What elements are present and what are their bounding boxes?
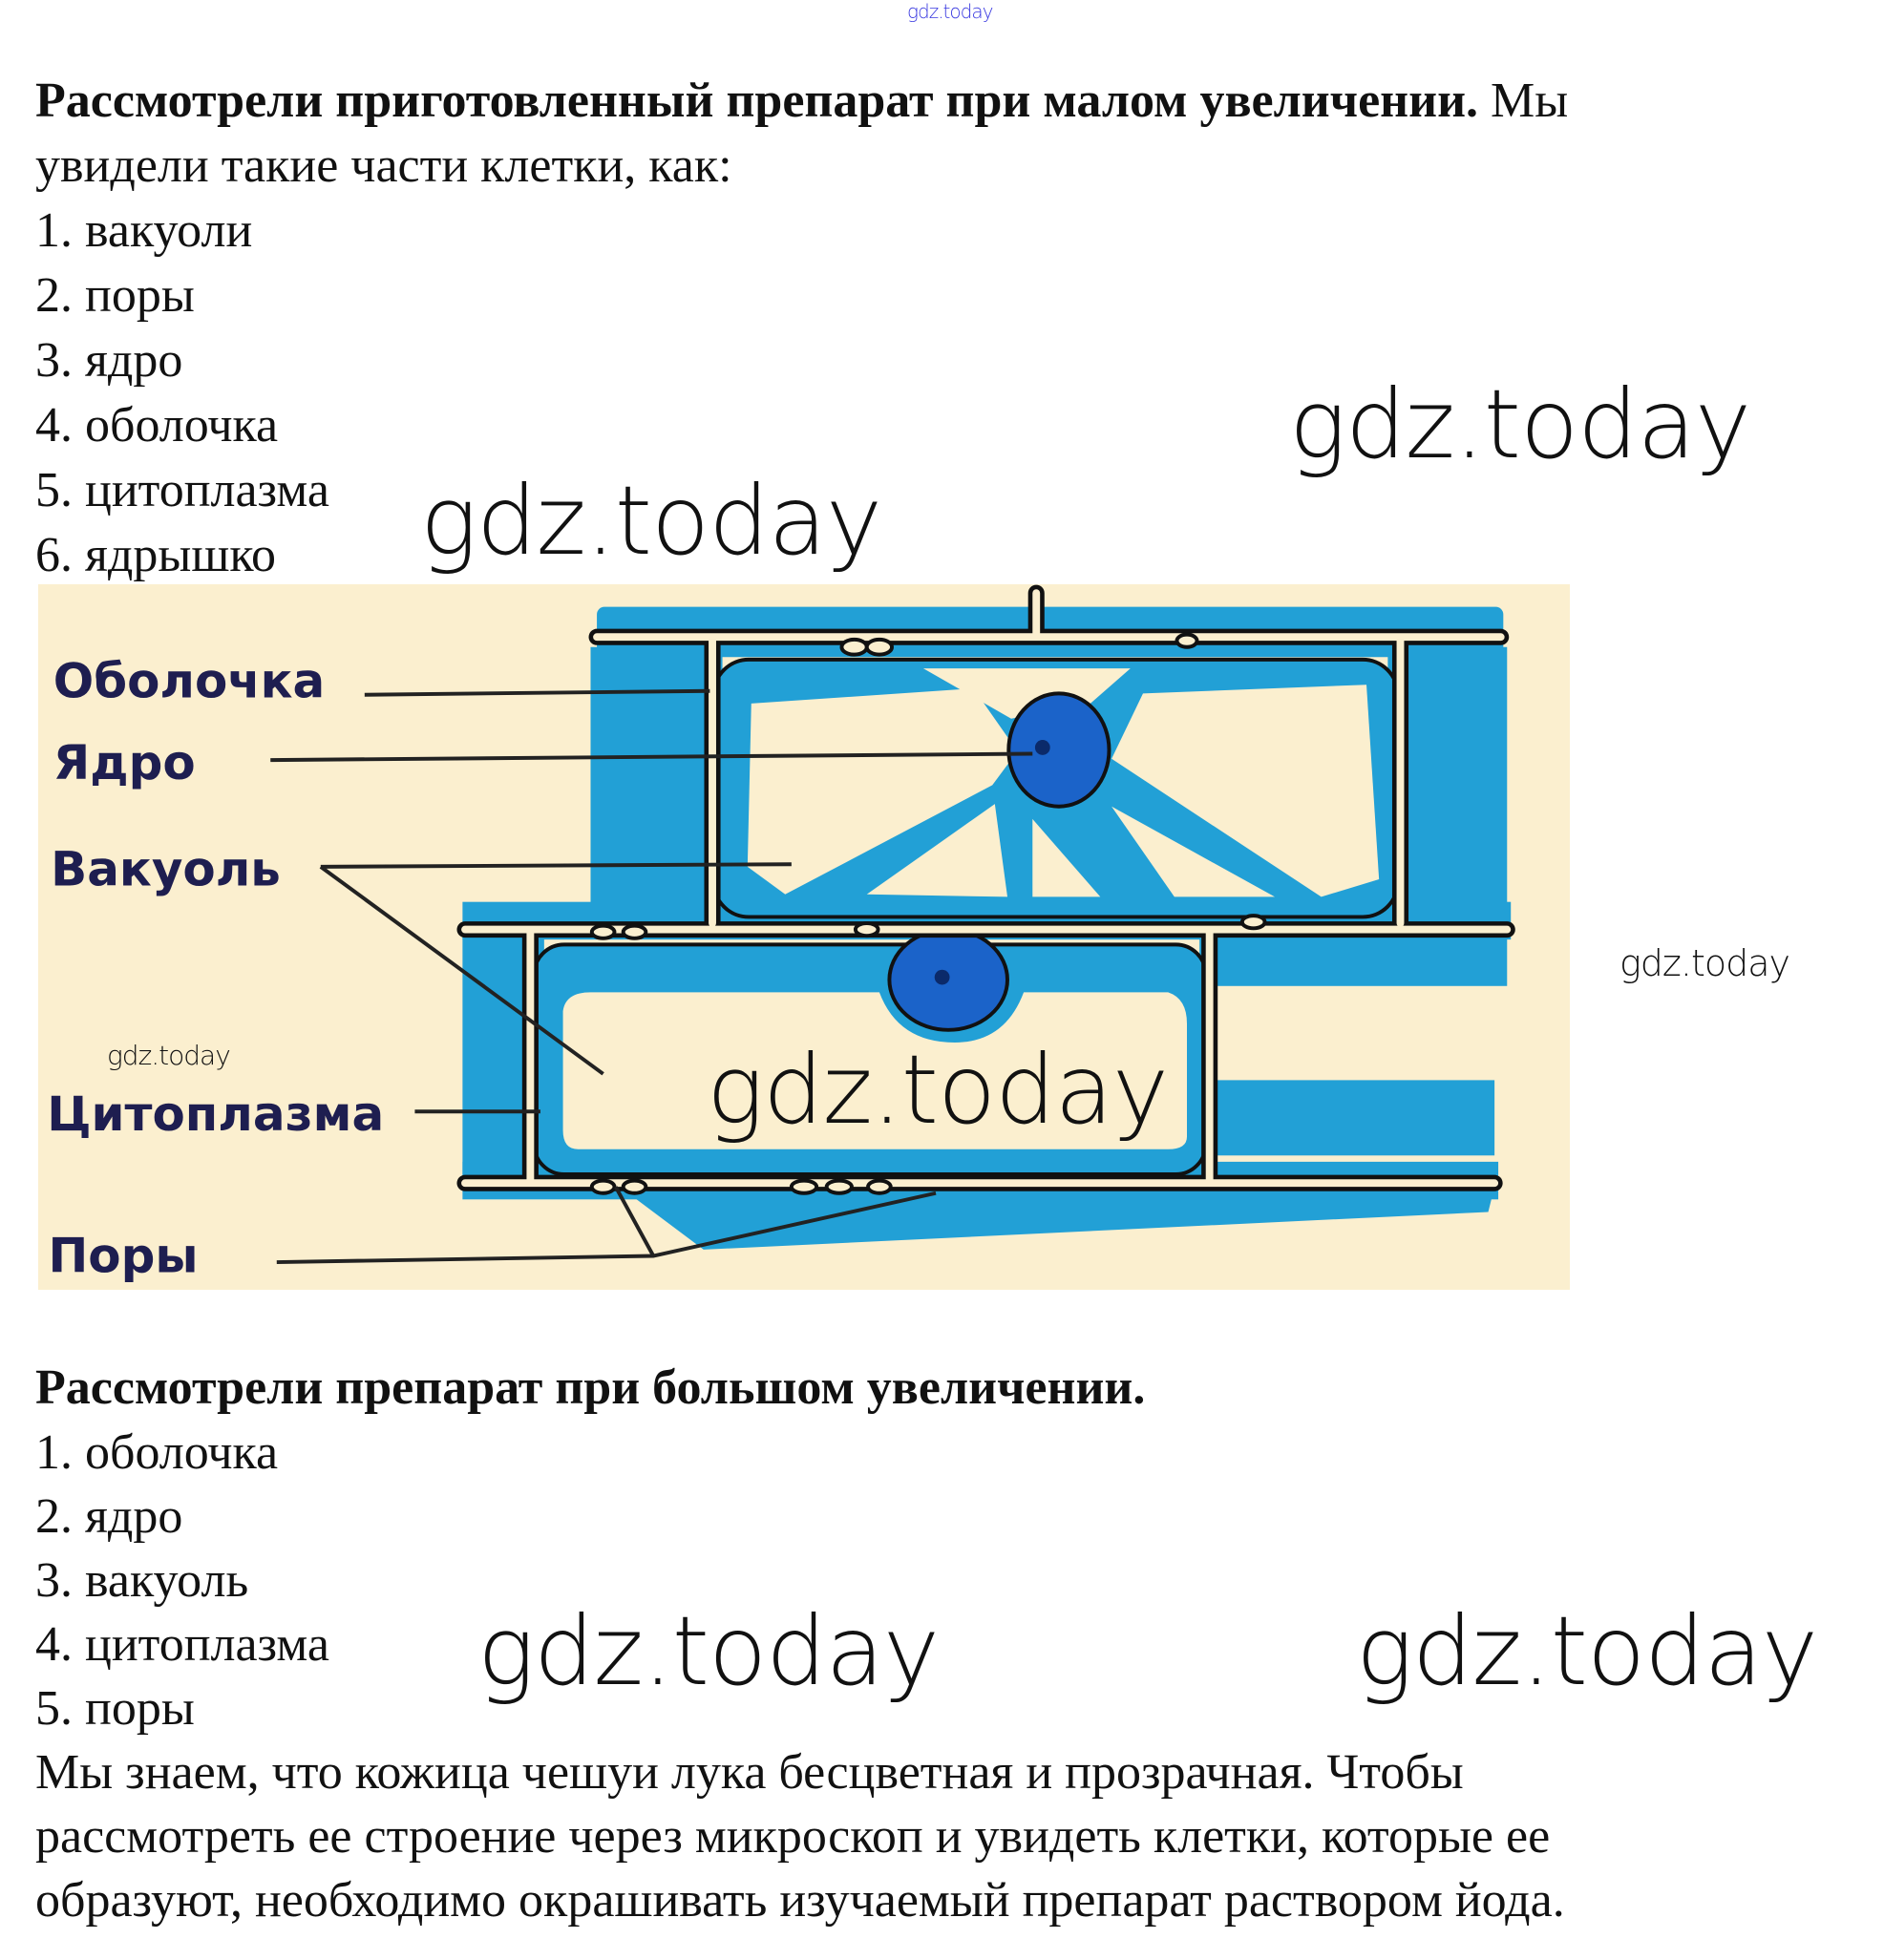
list-item: 4. цитоплазма xyxy=(35,1617,329,1672)
watermark: gdz.today xyxy=(477,1595,940,1707)
label-membrane: Оболочка xyxy=(53,653,325,708)
list-item: 4. оболочка xyxy=(35,398,279,453)
paragraph-line: образуют, необходимо окрашивать изучаемы… xyxy=(35,1873,1565,1928)
list-item: 3. вакуоль xyxy=(35,1553,249,1608)
watermark: gdz.today xyxy=(707,1034,1169,1146)
vacuole-bottom-cell xyxy=(562,992,1187,1149)
cell-walls xyxy=(456,584,1515,1191)
section2-heading: Рассмотрели препарат при большом увеличе… xyxy=(35,1356,1145,1420)
section1-intro-line2: увидели такие части клетки, как: xyxy=(35,138,732,193)
watermark: gdz.today xyxy=(420,465,882,577)
watermark: gdz.today xyxy=(107,1040,231,1071)
list-item: 1. оболочка xyxy=(35,1425,279,1480)
list-item: 1. вакуоли xyxy=(35,203,253,258)
nucleolus-bottom xyxy=(934,969,950,985)
section1-heading: Рассмотрели приготовленный препарат при … xyxy=(35,74,1479,128)
leader-lines xyxy=(270,688,1033,1265)
paragraph-line: Мы знаем, что кожица чешуи лука бесцветн… xyxy=(35,1745,1464,1800)
list-item: 6. ядрышко xyxy=(35,528,276,582)
section1-heading-line: Рассмотрели приготовленный препарат при … xyxy=(35,69,1568,133)
watermark: gdz.today xyxy=(1289,369,1751,480)
nucleolus-top xyxy=(1034,740,1050,755)
watermark: gdz.today xyxy=(1356,1595,1818,1707)
list-item: 5. поры xyxy=(35,1681,195,1736)
list-item: 3. ядро xyxy=(35,333,183,388)
onion-cell-diagram: Оболочка Ядро Вакуоль Цитоплазма Поры xyxy=(38,584,1570,1290)
section1-intro: Мы xyxy=(1478,74,1569,128)
section2-heading-text: Рассмотрели препарат при большом увеличе… xyxy=(35,1360,1146,1415)
label-cytoplasm: Цитоплазма xyxy=(47,1086,384,1142)
watermark: gdz.today xyxy=(1619,942,1790,984)
label-vacuole: Вакуоль xyxy=(51,842,281,897)
watermark-top: gdz.today xyxy=(907,0,993,23)
label-pores: Поры xyxy=(49,1229,199,1284)
list-item: 2. ядро xyxy=(35,1489,183,1544)
list-item: 2. поры xyxy=(35,268,195,323)
list-item: 5. цитоплазма xyxy=(35,463,329,517)
vacuoles-top-cell xyxy=(747,668,1380,897)
label-nucleus: Ядро xyxy=(53,735,196,790)
pores xyxy=(589,632,1267,1195)
nucleus-top xyxy=(1006,691,1111,809)
paragraph-line: рассмотреть ее строение через микроскоп … xyxy=(35,1809,1551,1864)
